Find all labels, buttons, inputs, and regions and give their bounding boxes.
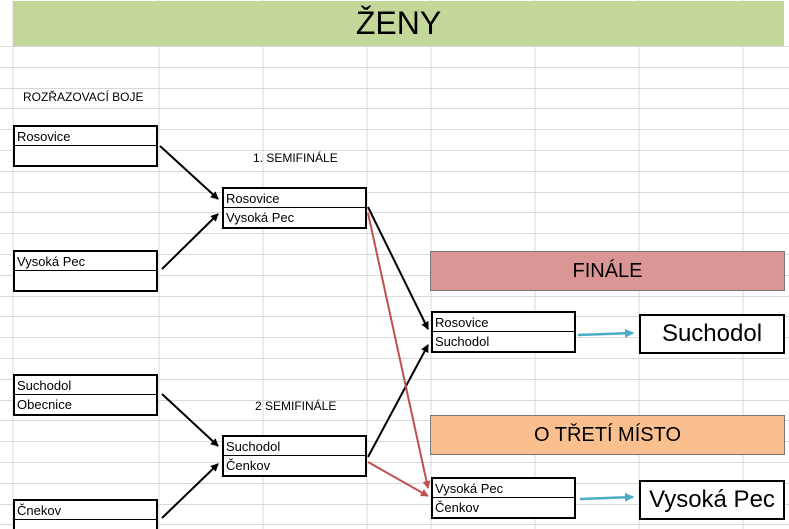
qualifier-match-1: Rosovice — [13, 125, 158, 167]
final-banner: FINÁLE — [430, 251, 785, 291]
semifinal-match-2: Suchodol Čenkov — [222, 435, 367, 477]
team-slot: Rosovice — [15, 127, 156, 146]
third-place-banner: O TŘETÍ MÍSTO — [430, 415, 785, 455]
qualifier-match-4: Čnekov — [13, 499, 158, 529]
team-slot: Suchodol — [435, 334, 490, 349]
team-slot: Obecnice — [17, 397, 72, 412]
semifinal-2-heading: 2 SEMIFINÁLE — [255, 399, 337, 413]
team-slot: Rosovice — [433, 313, 574, 332]
team-slot: Rosovice — [224, 189, 365, 208]
third-place-winner: Vysoká Pec — [639, 480, 785, 520]
qualifier-match-3: Suchodol Obecnice — [13, 374, 158, 416]
third-place-match: Vysoká Pec Čenkov — [431, 477, 576, 519]
team-slot: Vysoká Pec — [15, 252, 156, 271]
team-slot: Čnekov — [15, 501, 156, 520]
qualifier-match-2: Vysoká Pec — [13, 250, 158, 292]
team-slot: Čenkov — [435, 500, 480, 515]
final-winner: Suchodol — [639, 314, 785, 354]
team-slot: Suchodol — [224, 437, 365, 456]
page-title: ŽENY — [13, 1, 784, 46]
semifinal-match-1: Rosovice Vysoká Pec — [222, 187, 367, 229]
team-slot: Vysoká Pec — [226, 210, 295, 225]
team-slot: Suchodol — [15, 376, 156, 395]
team-slot — [15, 271, 156, 290]
team-slot: Čenkov — [226, 458, 271, 473]
team-slot — [15, 146, 156, 165]
team-slot: Vysoká Pec — [433, 479, 574, 498]
qualifiers-heading: ROZŘAZOVACÍ BOJE — [23, 90, 144, 104]
semifinal-1-heading: 1. SEMIFINÁLE — [253, 151, 338, 165]
team-slot — [15, 520, 156, 529]
final-match: Rosovice Suchodol — [431, 311, 576, 353]
